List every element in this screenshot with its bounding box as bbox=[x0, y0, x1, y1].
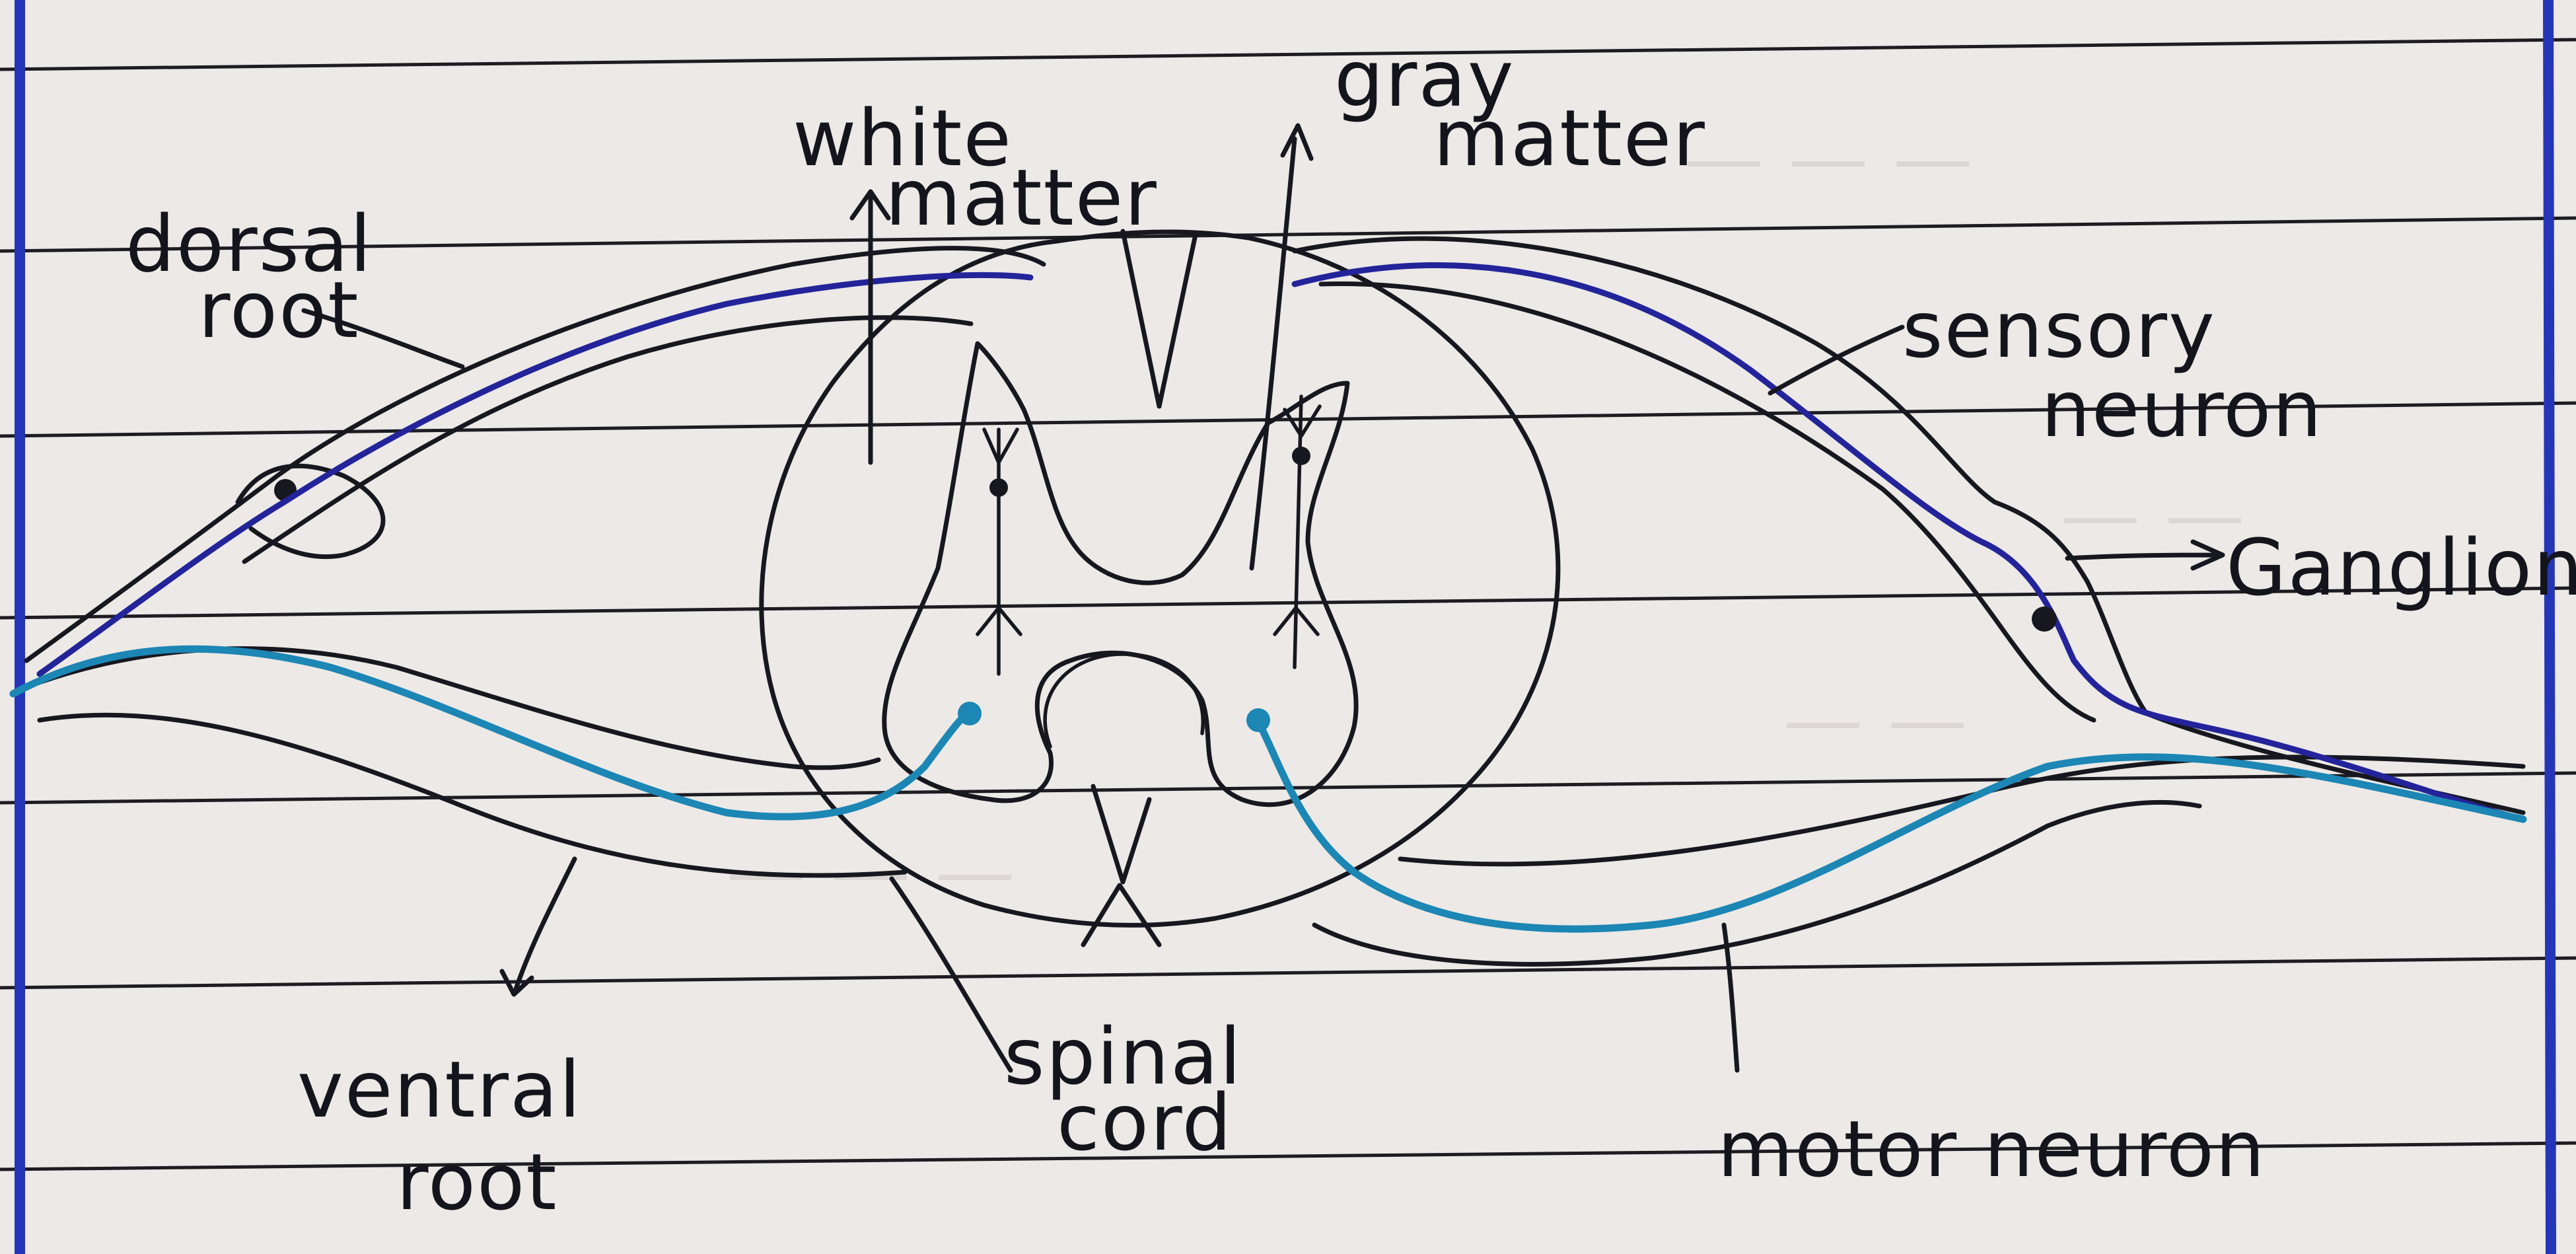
label-motor-neuron: motor neuron bbox=[1717, 1103, 2266, 1195]
labels: dorsal root white matter gray matter sen… bbox=[125, 33, 2576, 1228]
dorsal-root-ganglion bbox=[238, 466, 383, 556]
interneuron-cells bbox=[978, 396, 1320, 674]
svg-text:— — —: — — — bbox=[1684, 112, 1972, 204]
central-canal bbox=[1045, 654, 1203, 747]
ventral-fissure bbox=[1083, 786, 1159, 945]
label-ganglion: Ganglion bbox=[2226, 522, 2576, 613]
label-sensory-neuron-line1: sensory bbox=[1902, 284, 2216, 375]
label-dorsal-root-line2: root bbox=[198, 264, 360, 355]
motor-cell-body-left bbox=[958, 702, 982, 725]
svg-text:— —: — — bbox=[2061, 469, 2244, 561]
right-nerve-bottom bbox=[1314, 802, 2200, 964]
label-ventral-root-line2: root bbox=[396, 1136, 558, 1228]
ganglion-cell-body-right bbox=[2032, 607, 2057, 632]
dorsal-fissure bbox=[1123, 231, 1196, 406]
spinal-cord-outline bbox=[762, 232, 1558, 925]
label-ventral-root-line1: ventral bbox=[297, 1044, 582, 1135]
svg-text:— — —: — — — bbox=[727, 826, 1015, 918]
label-gray-matter-line2: matter bbox=[1433, 92, 1706, 184]
label-white-matter-line2: matter bbox=[885, 152, 1158, 243]
label-spinal-cord-line2: cord bbox=[1057, 1077, 1233, 1168]
right-margin-line bbox=[2548, 0, 2551, 1254]
svg-text:— —: — — bbox=[1783, 674, 1967, 766]
label-sensory-neuron-line2: neuron bbox=[2041, 363, 2323, 455]
label-pointers bbox=[304, 126, 2223, 1070]
motor-cell-body-right bbox=[1246, 708, 1270, 732]
dorsal-root-nerve-outer bbox=[26, 248, 1044, 661]
